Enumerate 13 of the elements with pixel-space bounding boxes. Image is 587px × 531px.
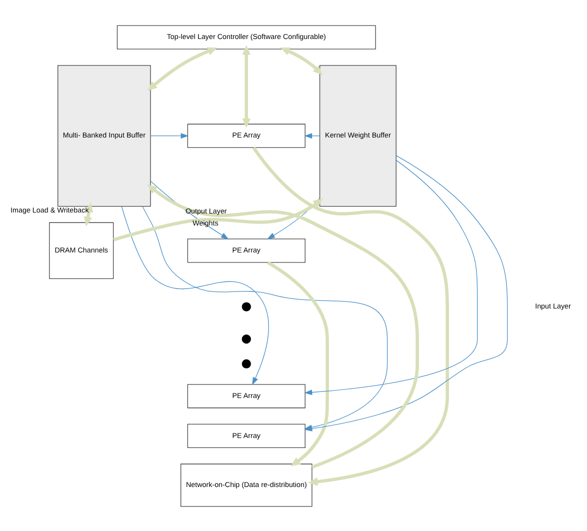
- node-circle: [242, 302, 251, 311]
- arrow: [147, 184, 419, 468]
- arrow: [84, 202, 94, 226]
- arrow: [242, 44, 251, 128]
- node-circle: [242, 334, 251, 344]
- arrow: [267, 260, 329, 466]
- arrow: [150, 132, 189, 138]
- arrow: [280, 46, 323, 75]
- arrow: [304, 160, 478, 395]
- arrow: [121, 206, 269, 385]
- arrow: [252, 146, 449, 486]
- arrow: [147, 46, 218, 90]
- node-circle: [242, 358, 251, 368]
